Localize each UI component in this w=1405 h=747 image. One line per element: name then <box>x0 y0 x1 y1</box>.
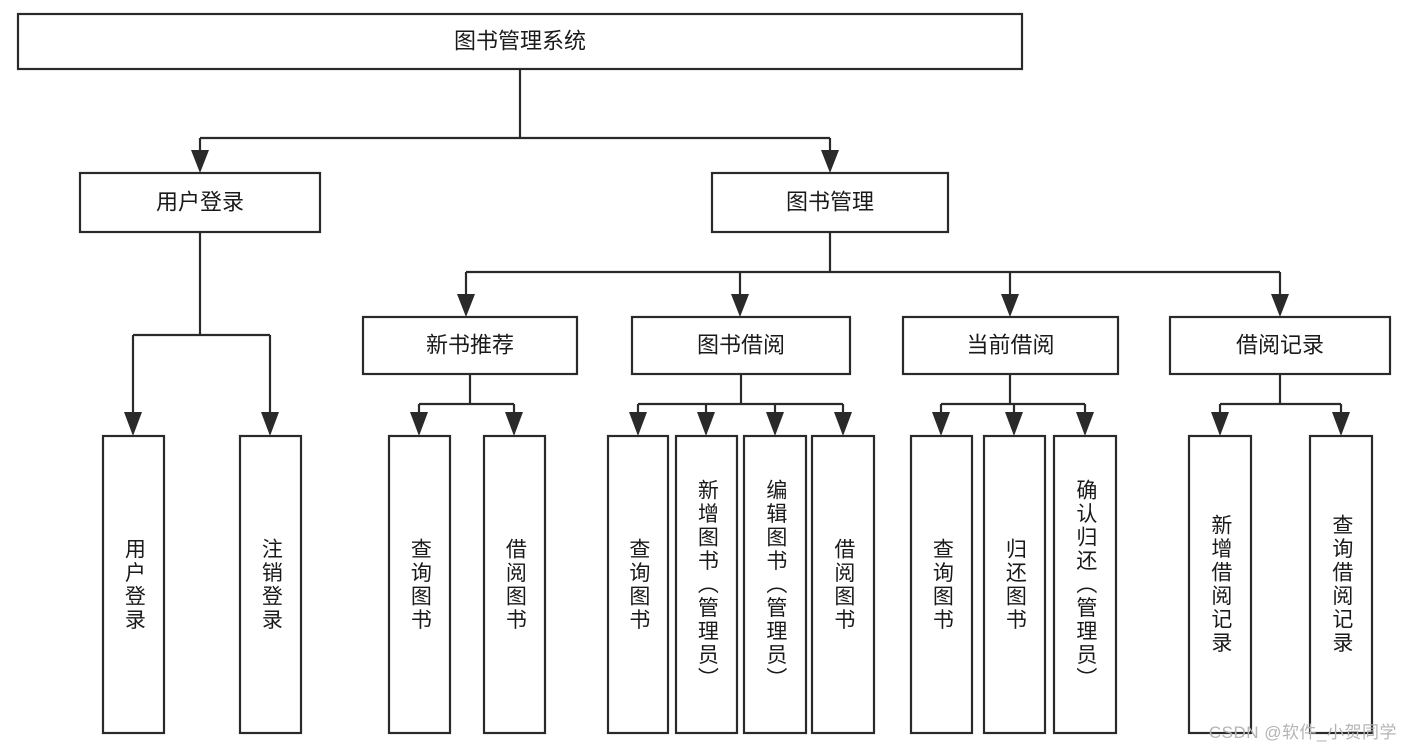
node-box-leaf-3[interactable] <box>482 434 547 735</box>
node-box-leaf-9[interactable] <box>982 434 1047 735</box>
arrow-current-l3 <box>1076 412 1094 436</box>
node-box-level3-3[interactable] <box>1168 315 1392 376</box>
arrow-newbook-l1 <box>410 412 428 436</box>
node-label-level2-1: 图书管理 <box>786 189 874 214</box>
arrow-root-to-user-login <box>191 150 209 173</box>
node-box-leaf-7[interactable] <box>810 434 876 735</box>
node-box-level3-1[interactable] <box>630 315 852 376</box>
arrow-borrow-l3 <box>766 412 784 436</box>
arrow-borrow-l2 <box>697 412 715 436</box>
arrow-borrow-l1 <box>629 412 647 436</box>
node-box-level3-2[interactable] <box>901 315 1120 376</box>
node-label-level3-2: 当前借阅 <box>966 332 1054 357</box>
arrow-borrow-l4 <box>834 412 852 436</box>
node-box-leaf-6[interactable] <box>742 434 808 735</box>
node-box-level2-0[interactable] <box>78 171 322 234</box>
arrow-current-l2 <box>1005 412 1023 436</box>
arrow-current-l1 <box>932 412 950 436</box>
node-box-leaf-5[interactable] <box>674 434 739 735</box>
watermark: CSDN @软件_小贺同学 <box>1208 723 1397 742</box>
node-box-level3-0[interactable] <box>361 315 579 376</box>
node-box-leaf-10[interactable] <box>1052 434 1118 735</box>
arrow-record-l1 <box>1211 412 1229 436</box>
node-box-leaf-12[interactable] <box>1308 434 1374 735</box>
arrow-user-login-l1 <box>124 412 142 436</box>
node-box-leaf-0[interactable] <box>101 434 166 735</box>
connector-layer <box>124 69 1350 436</box>
node-box-leaf-1[interactable] <box>238 434 303 735</box>
node-box-root[interactable] <box>16 12 1024 71</box>
node-box-leaf-2[interactable] <box>387 434 452 735</box>
node-label-level2-0: 用户登录 <box>156 189 244 214</box>
node-box-level2-1[interactable] <box>710 171 950 234</box>
arrow-bm-to-borrow <box>731 294 749 317</box>
arrow-bm-to-newbook <box>457 294 475 317</box>
node-label-level3-0: 新书推荐 <box>426 332 514 357</box>
arrow-newbook-l2 <box>505 412 523 436</box>
arrow-root-to-book-mgmt <box>821 150 839 173</box>
node-box-leaf-11[interactable] <box>1187 434 1253 735</box>
arrow-bm-to-record <box>1271 294 1289 317</box>
node-label-level3-3: 借阅记录 <box>1236 332 1324 357</box>
arrow-bm-to-current <box>1001 294 1019 317</box>
arrow-record-l2 <box>1332 412 1350 436</box>
arrow-user-login-l2 <box>261 412 279 436</box>
node-label-root: 图书管理系统 <box>454 28 586 53</box>
node-layer <box>16 12 1392 735</box>
node-box-leaf-4[interactable] <box>606 434 670 735</box>
node-box-leaf-8[interactable] <box>909 434 974 735</box>
node-label-level3-1: 图书借阅 <box>697 332 785 357</box>
